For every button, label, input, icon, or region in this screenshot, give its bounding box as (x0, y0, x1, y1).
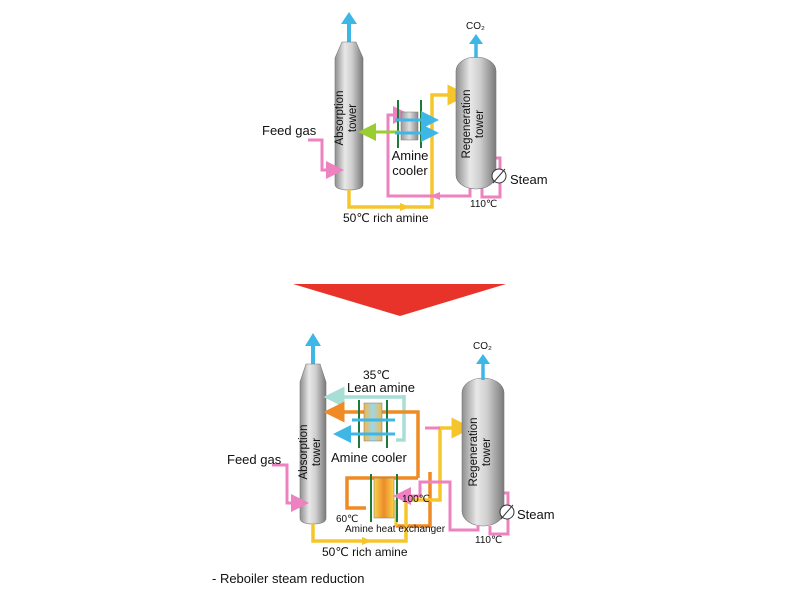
top-steam-label: Steam (510, 172, 548, 187)
bottom-absorber-gas-outlet-arrow (305, 333, 321, 366)
top-regeneration-line1: Regeneration (461, 89, 473, 159)
transition-arrow (293, 284, 506, 316)
top-co2-outlet-arrow (469, 34, 483, 58)
bottom-regeneration-line1: Regeneration (468, 417, 480, 487)
bottom-temp-60-label: 60℃ (336, 514, 359, 525)
bottom-hot-lean-amine-line (323, 401, 420, 478)
top-lean-amine-line (386, 106, 472, 198)
top-absorber-gas-outlet-arrow (341, 12, 357, 44)
bottom-temp-100-label: 100℃ (402, 494, 430, 505)
top-rich-amine-line (347, 84, 469, 209)
bottom-lean-amine-line (323, 386, 406, 408)
bottom-feed-gas-line (272, 463, 309, 512)
bottom-temp-35-label: 35℃ (363, 368, 390, 382)
top-steam-valve-icon (491, 168, 507, 184)
top-co2-label: CO₂ (466, 21, 485, 32)
bottom-absorption-line1: Absorption (298, 424, 310, 480)
bottom-co2-outlet-arrow (476, 354, 490, 380)
top-amine-cooler-label: Amine cooler (386, 148, 434, 178)
top-cooler-line2: cooler (392, 163, 428, 178)
bottom-amine-cooler (363, 402, 383, 442)
footnote: - Reboiler steam reduction (212, 571, 365, 586)
bottom-co2-label: CO₂ (473, 341, 492, 352)
bottom-rich-amine-label: 50℃ rich amine (322, 545, 408, 559)
bottom-temp-110-label: 110℃ (475, 535, 503, 546)
top-regeneration-tower-label: Regeneration tower (461, 84, 491, 164)
top-absorption-tower (334, 41, 364, 191)
top-absorption-tower-label: Absorption tower (334, 78, 364, 158)
top-amine-cooler (400, 111, 419, 141)
bottom-lean-amine-label: Lean amine (347, 380, 415, 395)
bottom-amine-cooler-label: Amine cooler (331, 450, 407, 465)
bottom-feed-gas-label: Feed gas (227, 452, 282, 467)
bottom-amine-heat-exchanger (373, 477, 395, 519)
bottom-heat-exchanger-label: Amine heat exchanger (345, 524, 446, 535)
bottom-diagram (272, 333, 515, 545)
top-absorption-line2: tower (347, 103, 359, 133)
top-rich-amine-label: 50℃ rich amine (343, 211, 429, 225)
top-diagram (308, 12, 507, 211)
bottom-absorption-line2: tower (311, 437, 323, 467)
bottom-absorption-tower (299, 363, 327, 525)
bottom-absorption-tower-label: Absorption tower (298, 412, 328, 492)
top-temp-110-label: 110℃ (470, 199, 498, 210)
top-feed-gas-label: Feed gas (262, 123, 317, 138)
top-regeneration-line2: tower (474, 109, 486, 139)
bottom-steam-label: Steam (517, 507, 555, 522)
bottom-regen-bottoms-line (393, 480, 480, 532)
bottom-regeneration-tower-label: Regeneration tower (468, 412, 498, 492)
top-feed-gas-line (308, 138, 344, 179)
top-absorption-line1: Absorption (334, 90, 346, 146)
bottom-regeneration-line2: tower (481, 437, 493, 467)
top-cooler-line1: Amine (391, 148, 429, 163)
bottom-steam-valve-icon (499, 504, 515, 520)
